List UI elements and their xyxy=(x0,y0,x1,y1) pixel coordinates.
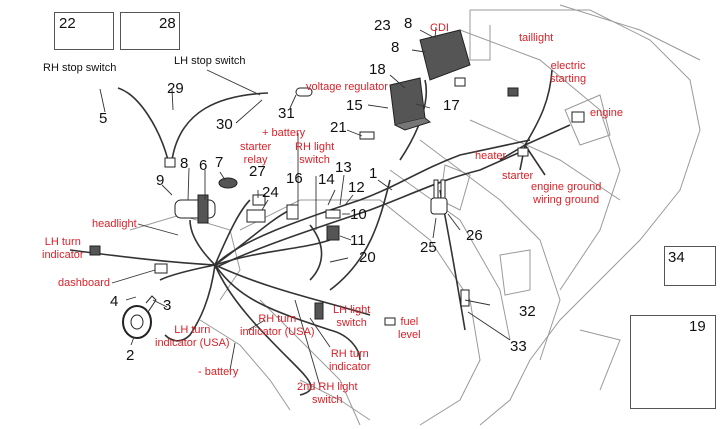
part-number-11: 11 xyxy=(350,232,366,249)
inset-box-34: 34 xyxy=(664,246,716,286)
part-number-33: 33 xyxy=(510,338,527,355)
cdi-unit xyxy=(419,29,471,87)
inset-box-22: 22 xyxy=(54,12,114,50)
box-number-34: 34 xyxy=(668,249,685,266)
label-starter-relay: starter relay xyxy=(240,141,272,166)
label-lh-turn-indicator: LH turn indicator xyxy=(42,236,84,261)
part-number-10: 10 xyxy=(350,206,367,223)
label-engine-wiring-ground: engine ground wiring ground xyxy=(531,181,602,206)
part-number-9: 9 xyxy=(156,172,165,189)
leader-lines xyxy=(99,26,511,387)
part-number-7: 7 xyxy=(215,154,224,171)
part-number-32: 32 xyxy=(519,303,536,320)
voltage-regulator-unit xyxy=(389,77,432,131)
frame-outline xyxy=(129,4,701,426)
box-number-28: 28 xyxy=(159,15,176,32)
label-electric-starting: electric starting xyxy=(550,60,587,85)
part-number-23: 23 xyxy=(374,17,391,34)
part-number-20: 20 xyxy=(359,249,376,266)
label-headlight: headlight xyxy=(92,218,137,230)
part-number-16: 16 xyxy=(286,170,303,187)
label-lh-turn-indicator-usa: LH turn indicator (USA) xyxy=(155,324,230,349)
fuel-pump-unit xyxy=(430,179,448,215)
part-number-13: 13 xyxy=(335,159,352,176)
label-rh-light-switch: RH light switch xyxy=(295,141,335,166)
part-number-8: 8 xyxy=(404,15,413,32)
label-taillight: taillight xyxy=(519,32,554,44)
inset-box-28: 28 xyxy=(120,12,180,50)
label-lh-stop-switch: LH stop switch xyxy=(174,55,246,67)
label-fuel-level: fuel level xyxy=(398,316,421,341)
wiring-harness xyxy=(69,69,571,396)
label-minus-battery: - battery xyxy=(198,366,239,378)
connectors xyxy=(89,87,585,326)
part-number-12: 12 xyxy=(348,179,365,196)
horn-unit xyxy=(122,295,157,339)
part-number-3: 3 xyxy=(163,297,172,314)
label-voltage-regulator: voltage regulator xyxy=(306,81,388,93)
part-number-6: 6 xyxy=(199,157,208,174)
label-heater: heater xyxy=(475,150,507,162)
label-rh-turn-indicator: RH turn indicator xyxy=(329,348,371,373)
part-number-17: 17 xyxy=(443,97,460,114)
ignition-switch-unit xyxy=(174,177,238,224)
label-dashboard: dashboard xyxy=(58,277,110,289)
part-number-14: 14 xyxy=(318,171,335,188)
part-number-1: 1 xyxy=(369,165,378,182)
box-number-22: 22 xyxy=(59,15,76,32)
part-number-29: 29 xyxy=(167,80,184,97)
label-engine: engine xyxy=(590,107,624,119)
label-starter: starter xyxy=(502,170,534,182)
label-2nd-rh-light-switch: 2nd RH light switch xyxy=(297,381,358,406)
part-number-4: 4 xyxy=(110,293,119,310)
label-rh-stop-switch: RH stop switch xyxy=(43,62,117,74)
part-number-15: 15 xyxy=(346,97,363,114)
label-lh-light-switch: LH light switch xyxy=(333,304,371,329)
part-number-30: 30 xyxy=(216,116,233,133)
part-number-18: 18 xyxy=(369,61,386,78)
part-number-2: 2 xyxy=(126,347,135,364)
inset-box-19: 19 xyxy=(630,315,716,409)
label-rh-turn-indicator-usa: RH turn indicator (USA) xyxy=(240,313,315,338)
part-number-26: 26 xyxy=(466,227,483,244)
part-number-5: 5 xyxy=(99,110,108,127)
part-number-21: 21 xyxy=(330,119,347,136)
part-number-31: 31 xyxy=(278,105,295,122)
label-plus-battery: + battery xyxy=(262,127,306,139)
box-number-19: 19 xyxy=(689,318,706,335)
part-number-27: 27 xyxy=(249,163,266,180)
part-number-25: 25 xyxy=(420,239,437,256)
part-number-24: 24 xyxy=(262,184,279,201)
part-number-8: 8 xyxy=(391,39,400,56)
label-cdi: CDI xyxy=(430,22,449,34)
part-number-8: 8 xyxy=(180,155,189,172)
